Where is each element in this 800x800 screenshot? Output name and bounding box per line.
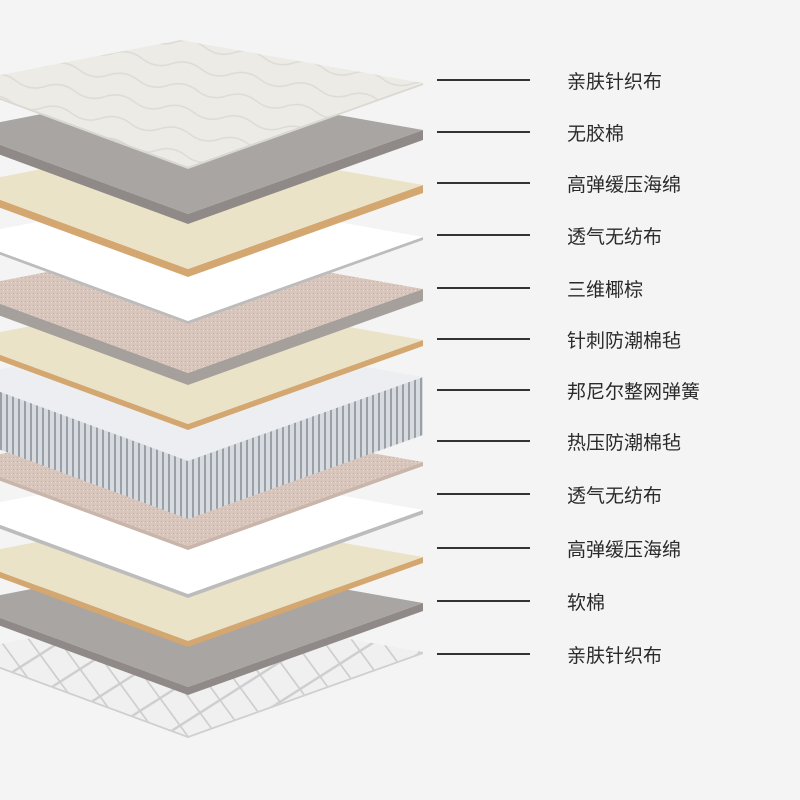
layer-side bbox=[0, 130, 423, 224]
layer-side bbox=[0, 185, 423, 277]
layer-top-face bbox=[0, 40, 423, 167]
layer-side bbox=[0, 377, 423, 519]
layer-name: 热压防潮棉毡 bbox=[567, 431, 682, 454]
layer-label: 高弹缓压海绵 bbox=[437, 536, 682, 561]
leader-line bbox=[437, 389, 530, 391]
layer-name: 软棉 bbox=[567, 591, 606, 614]
layer-name: 透气无纺布 bbox=[567, 484, 663, 507]
layer-label: 亲肤针织布 bbox=[437, 68, 663, 93]
leader-line bbox=[437, 440, 530, 442]
layer-name: 三维椰棕 bbox=[567, 278, 644, 301]
layer-label: 透气无纺布 bbox=[437, 482, 663, 507]
leader-line bbox=[437, 234, 530, 236]
layer-label: 软棉 bbox=[437, 589, 606, 614]
layer-label: 高弹缓压海绵 bbox=[437, 171, 682, 196]
layer-label: 无胶棉 bbox=[437, 120, 625, 145]
layer-label: 亲肤针织布 bbox=[437, 642, 663, 667]
leader-line bbox=[437, 287, 530, 289]
layer-label: 邦尼尔整网弹簧 bbox=[437, 378, 701, 403]
layer-label: 热压防潮棉毡 bbox=[437, 429, 682, 454]
leader-line bbox=[437, 493, 530, 495]
layer-name: 高弹缓压海绵 bbox=[567, 173, 682, 196]
leader-line bbox=[437, 131, 530, 133]
leader-line bbox=[437, 338, 530, 340]
layer-name: 透气无纺布 bbox=[567, 225, 663, 248]
layer-label: 三维椰棕 bbox=[437, 276, 644, 301]
layer-name: 邦尼尔整网弹簧 bbox=[567, 380, 701, 403]
layer-label: 透气无纺布 bbox=[437, 223, 663, 248]
layer-side bbox=[0, 603, 423, 695]
layer-side bbox=[0, 289, 423, 385]
layer-name: 针刺防潮棉毡 bbox=[567, 329, 682, 352]
leader-line bbox=[437, 182, 530, 184]
layer-label: 针刺防潮棉毡 bbox=[437, 327, 682, 352]
layer-name: 亲肤针织布 bbox=[567, 70, 663, 93]
leader-line bbox=[437, 79, 530, 81]
leader-line bbox=[437, 653, 530, 655]
layer-name: 无胶棉 bbox=[567, 122, 625, 145]
layer-name: 亲肤针织布 bbox=[567, 644, 663, 667]
layer-1 bbox=[0, 40, 423, 169]
layer-name: 高弹缓压海绵 bbox=[567, 538, 682, 561]
leader-line bbox=[437, 600, 530, 602]
leader-line bbox=[437, 547, 530, 549]
